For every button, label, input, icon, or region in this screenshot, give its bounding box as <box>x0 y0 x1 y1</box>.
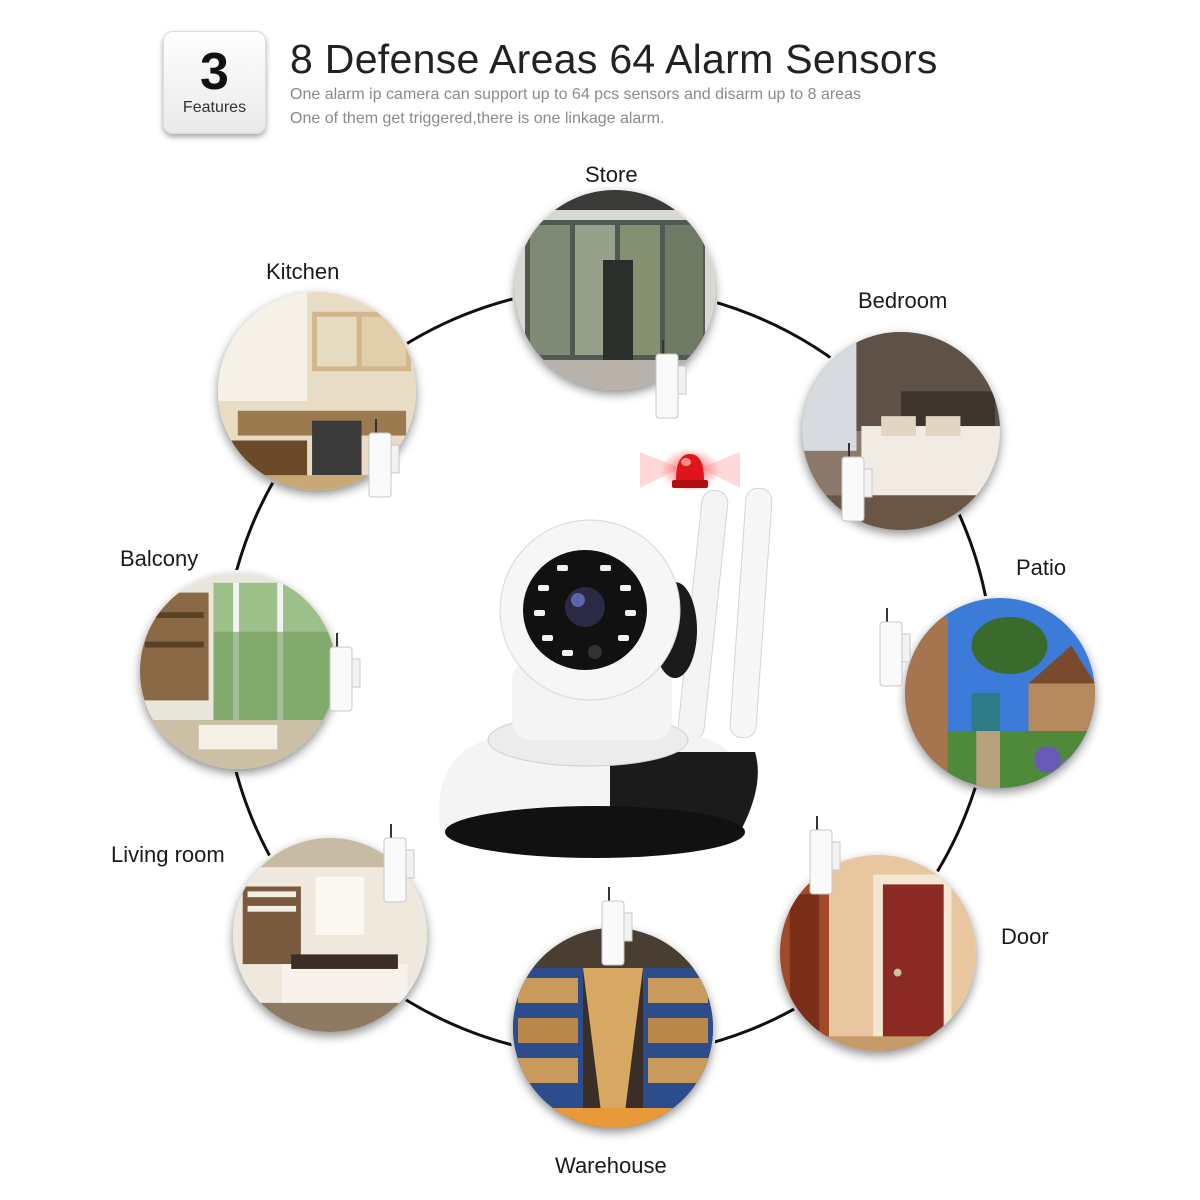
door-sensor-icon <box>841 443 873 522</box>
label-door: Door <box>1001 924 1049 949</box>
door-sensor-icon <box>601 887 633 966</box>
door-sensor-icon <box>329 633 361 712</box>
label-store: Store <box>585 162 638 187</box>
door-sensor-icon <box>368 419 400 498</box>
siren-light-icon <box>640 448 740 492</box>
balcony-photo <box>140 573 336 769</box>
door-sensor-icon <box>383 824 415 903</box>
feature-number: 3 <box>200 43 229 101</box>
door-sensor-icon <box>809 816 841 895</box>
label-patio: Patio <box>1016 555 1067 580</box>
subtitle-line-1: One alarm ip camera can support up to 64… <box>290 86 861 103</box>
label-warehouse: Warehouse <box>555 1153 667 1178</box>
bedroom-photo <box>802 332 1000 530</box>
subtitle-line-2: One of them get triggered,there is one l… <box>290 110 665 127</box>
label-bedroom: Bedroom <box>858 288 948 313</box>
label-kitchen: Kitchen <box>266 259 340 284</box>
store-photo <box>515 190 715 390</box>
feature-label: Features <box>182 99 247 116</box>
patio-photo <box>905 598 1095 788</box>
label-balcony: Balcony <box>120 546 199 571</box>
label-living-room: Living room <box>111 842 225 867</box>
ip-camera-icon <box>438 487 773 858</box>
door-sensor-icon <box>879 608 911 687</box>
page-title: 8 Defense Areas 64 Alarm Sensors <box>290 36 938 82</box>
door-sensor-icon <box>655 340 687 419</box>
feature-number-badge: 3 Features <box>163 31 266 134</box>
